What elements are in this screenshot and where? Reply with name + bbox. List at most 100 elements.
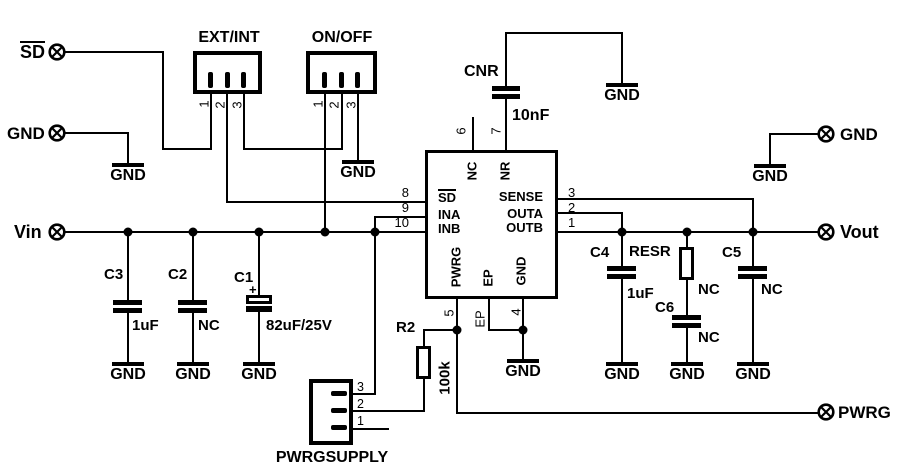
wire-pwrg-rail [456,412,818,414]
capacitor-c2 [178,308,207,313]
junction-dot [254,227,264,237]
on-off-connector-label: ON/OFF [311,29,373,46]
capacitor-c6 [672,323,701,328]
ic-pin-name-gnd: GND [513,256,529,286]
wire [686,279,688,316]
wire [769,133,818,135]
wire [226,201,427,203]
wire [210,91,212,150]
ic-pin-name-nr: NR [497,161,513,181]
capacitor-cnr [492,86,520,91]
wire [357,91,359,160]
wire [488,297,490,331]
wire [65,51,163,53]
pin-number: 2 [326,101,342,109]
wire [374,216,376,395]
pin-number: 2 [212,101,228,109]
wire [65,132,129,134]
wire [258,231,260,296]
c5-value-label: NC [761,281,783,298]
wire [686,231,688,248]
pin-number: 2 [357,397,364,411]
capacitor-c3 [113,308,142,313]
wire [423,378,425,412]
wire [162,51,164,150]
junction-dot [188,227,198,237]
junction-dot [518,325,528,335]
cnr-value-label: 10nF [512,107,550,124]
wire [489,329,524,331]
wire [127,231,129,301]
sd-terminal-label: SD [19,41,45,62]
wire [127,132,129,163]
c5-ref-label: C5 [722,244,742,261]
pin-number: 1 [310,100,326,108]
wire [258,311,260,362]
ic-pin-number: 3 [568,185,576,200]
c2-ref-label: C2 [168,266,188,283]
ic-pin-name-nc: NC [464,161,480,181]
c1-ref-label: C1 [234,269,254,286]
connector-pin [225,72,230,88]
wire [192,312,194,362]
connector-pin [241,72,246,88]
wire [163,148,212,150]
resistor-resr [679,247,694,280]
capacitor-c4 [607,274,636,279]
wire [244,148,343,150]
c2-value-label: NC [198,317,220,334]
capacitor-c5 [738,274,767,279]
wire [375,216,427,218]
ic-pin-number: 1 [568,215,576,230]
connector-pin [331,408,347,413]
ext-int-connector-label: EXT/INT [198,29,260,46]
wire [505,32,623,34]
junction-dot [452,325,462,335]
wire [752,231,754,267]
c6-ref-label: C6 [655,299,675,316]
wire [341,91,343,150]
capacitor-c5 [738,266,767,271]
pin-number: 3 [229,101,245,109]
wire [505,97,507,152]
main-ic [425,150,558,299]
wire [352,428,389,430]
c1-polarity-mark: + [249,282,257,297]
wire [752,278,754,362]
wire [324,91,326,233]
wire-vin-rail [65,231,427,233]
wire [556,198,754,200]
r2-ref-label: R2 [396,319,416,336]
ic-pin-name-outb: OUTB [506,220,543,235]
ic-pin-number: 6 [453,127,469,135]
connector-pin [208,72,213,88]
c3-ref-label: C3 [104,266,124,283]
c1-value-label: 82uF/25V [266,317,332,334]
ic-pin-number: 7 [488,127,504,135]
ic-pin-name-pwrg: PWRG [448,246,464,288]
wire [621,231,623,267]
c6-value-label: NC [698,329,720,346]
wire [243,91,245,150]
wire [752,198,754,233]
pin-number: 1 [196,100,212,108]
ic-pin-name-inb: INB [438,221,461,236]
r2-value-label: 100k [436,361,454,395]
ic-pin-name-outa: OUTA [507,206,543,221]
cnr-ref-label: CNR [464,63,499,80]
wire [352,393,376,395]
wire [769,133,771,164]
capacitor-c6 [672,315,701,320]
ic-pin-number: 2 [568,200,576,215]
wire [621,32,623,83]
vin-terminal-label: Vin [14,222,42,242]
capacitor-c1 [246,295,272,304]
c3-value-label: 1uF [132,317,159,334]
gnd-right-terminal [817,125,835,143]
capacitor-c2 [178,300,207,305]
wire [556,212,623,214]
wire [686,327,688,363]
connector-pin [339,72,344,88]
capacitor-c1 [246,306,272,312]
